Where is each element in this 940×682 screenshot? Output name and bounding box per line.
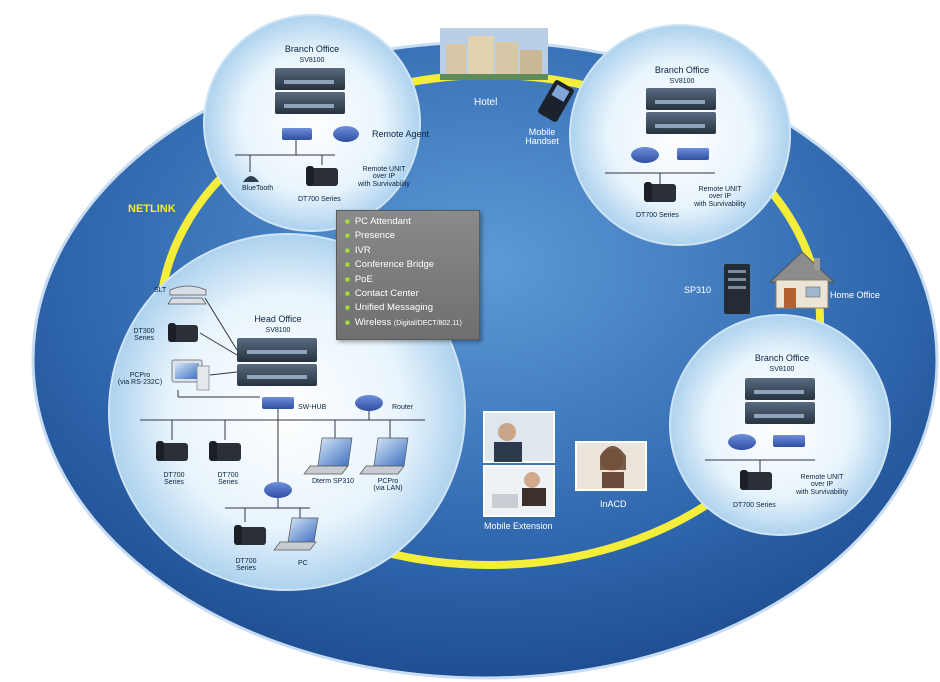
pcpro-lan-label: PCPro(via LAN): [373, 478, 403, 493]
hub-icon: [262, 397, 294, 409]
router-icon: [333, 126, 359, 142]
branch-office-right-title: Branch Office: [654, 65, 710, 75]
branch-office-top-title: Branch Office: [284, 44, 340, 54]
phone-icon: [209, 441, 241, 461]
router-icon: [728, 434, 756, 450]
bullet-icon: ■: [345, 231, 350, 241]
inacd-photo: [575, 441, 647, 491]
feature-item: ■Conference Bridge: [345, 259, 435, 271]
bullet-icon: ■: [345, 317, 350, 327]
monitor-icon: [171, 359, 210, 391]
phone-icon: [306, 166, 338, 186]
hub-icon: [282, 128, 312, 140]
head-office-model: SV8100: [265, 327, 291, 334]
branch-office-right-bubble: [569, 24, 791, 246]
netlink-label: NETLINK: [128, 203, 176, 215]
mobile-extension-label: Mobile Extension: [484, 521, 553, 531]
feature-item: ■Contact Center: [345, 287, 419, 299]
bullet-icon: ■: [345, 217, 350, 226]
bluetooth-label: BlueTooth: [242, 185, 274, 192]
phone-icon: [168, 323, 198, 342]
hub-icon: [677, 148, 709, 160]
bullet-icon: ■: [345, 274, 350, 284]
phone-icon: [644, 182, 676, 202]
features-list: ■PC Attendant ■Presence ■IVR ■Conference…: [337, 215, 479, 330]
branch-office-bottom-title: Branch Office: [754, 353, 810, 363]
slt-phone-icon: [167, 285, 207, 305]
mobile-extension-photo-1: [483, 411, 555, 463]
router-icon: [355, 395, 383, 411]
router-icon: [631, 147, 659, 163]
branch-office-bottom-bubble: [669, 314, 891, 536]
pbx-icon: [275, 68, 345, 114]
mobile-extension-photo-2: [483, 465, 555, 517]
pcpro-serial-label: PCPro(via RS-232C): [117, 372, 163, 387]
home-office-label: Home Office: [830, 290, 880, 300]
feature-item: ■PoE: [345, 273, 373, 285]
bullet-icon: ■: [345, 303, 350, 313]
remote-agent-label: Remote Agent: [372, 129, 430, 139]
hub-icon: [773, 435, 805, 447]
branch-office-top-model: SV8100: [299, 57, 325, 64]
laptop-icon: [273, 517, 319, 551]
pbx-icon: [745, 378, 815, 424]
house-icon: [768, 251, 836, 309]
branch-bottom-phones-label: DT700 Series: [733, 502, 776, 509]
slt-label: SLT: [154, 287, 167, 294]
router-icon: [264, 482, 292, 498]
bullet-icon: ■: [345, 288, 350, 298]
head-office-title: Head Office: [254, 314, 302, 324]
phone-icon: [156, 441, 188, 461]
pbx-icon: [646, 88, 716, 134]
branch-office-bottom-model: SV8100: [769, 366, 795, 373]
hotel-label: Hotel: [474, 97, 498, 108]
branch-right-phones-label: DT700 Series: [636, 212, 679, 219]
feature-item: ■PC Attendant: [345, 216, 411, 227]
router-label: Router: [392, 404, 414, 411]
bullet-icon: ■: [345, 245, 350, 255]
branch-top-phones-label: DT700 Series: [298, 196, 341, 203]
mobile-handset-icon: [538, 80, 574, 122]
features-callout: ■PC Attendant ■Presence ■IVR ■Conference…: [336, 210, 480, 340]
inacd-label: InACD: [600, 499, 627, 509]
phone-icon: [740, 470, 772, 490]
sp310-tower-icon: [724, 264, 750, 314]
branch-office-right-model: SV8100: [669, 78, 695, 85]
pbx-icon: [237, 338, 317, 386]
sp310-head-label: Dterm SP310: [312, 478, 355, 485]
sw-hub-label: SW-HUB: [298, 404, 327, 411]
laptop-icon: [303, 437, 353, 475]
bluetooth-headset-icon: [243, 176, 259, 182]
hotel-image: [440, 28, 548, 80]
sp310-label: SP310: [684, 285, 712, 295]
branch-office-top-bubble: [203, 14, 421, 232]
feature-item: ■Unified Messaging: [345, 302, 433, 314]
feature-item: ■Presence: [345, 230, 395, 242]
laptop-icon: [359, 437, 409, 475]
phone-icon: [234, 525, 266, 545]
pc-label: PC: [298, 560, 308, 567]
feature-item: ■Wireless (Digital/DECT/802.11): [345, 316, 462, 328]
feature-item: ■IVR: [345, 244, 371, 256]
bullet-icon: ■: [345, 260, 350, 270]
